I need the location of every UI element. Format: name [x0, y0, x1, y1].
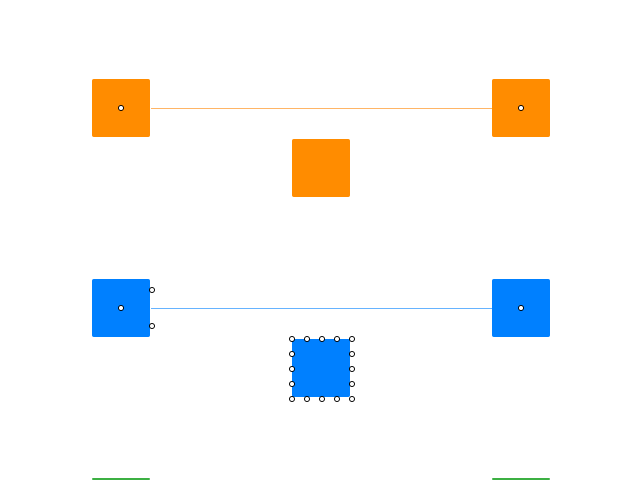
blue-node-right[interactable] [492, 279, 550, 337]
resize-handle[interactable] [289, 396, 295, 402]
connection-port[interactable] [118, 305, 124, 311]
edge-endpoint-handle[interactable] [149, 287, 155, 293]
resize-handle[interactable] [349, 396, 355, 402]
blue-node-left[interactable] [92, 279, 150, 337]
resize-handle[interactable] [334, 396, 340, 402]
resize-handle[interactable] [289, 366, 295, 372]
connection-port[interactable] [518, 305, 524, 311]
connection-port[interactable] [518, 105, 524, 111]
blue-connector-line[interactable] [151, 308, 493, 309]
blue-node-middle-selected[interactable] [292, 339, 350, 397]
orange-node-left[interactable] [92, 79, 150, 137]
orange-connector-line[interactable] [151, 108, 493, 109]
resize-handle[interactable] [289, 351, 295, 357]
resize-handle[interactable] [349, 381, 355, 387]
orange-node-middle[interactable] [292, 139, 350, 197]
green-node-right[interactable] [492, 478, 550, 480]
edge-endpoint-handle[interactable] [149, 323, 155, 329]
resize-handle[interactable] [319, 396, 325, 402]
green-node-left[interactable] [92, 478, 150, 480]
resize-handle[interactable] [349, 336, 355, 342]
resize-handle[interactable] [334, 336, 340, 342]
resize-handle[interactable] [304, 336, 310, 342]
connection-port[interactable] [118, 105, 124, 111]
orange-node-right[interactable] [492, 79, 550, 137]
resize-handle[interactable] [349, 366, 355, 372]
resize-handle[interactable] [349, 351, 355, 357]
resize-handle[interactable] [289, 336, 295, 342]
resize-handle[interactable] [319, 336, 325, 342]
resize-handle[interactable] [289, 381, 295, 387]
resize-handle[interactable] [304, 396, 310, 402]
